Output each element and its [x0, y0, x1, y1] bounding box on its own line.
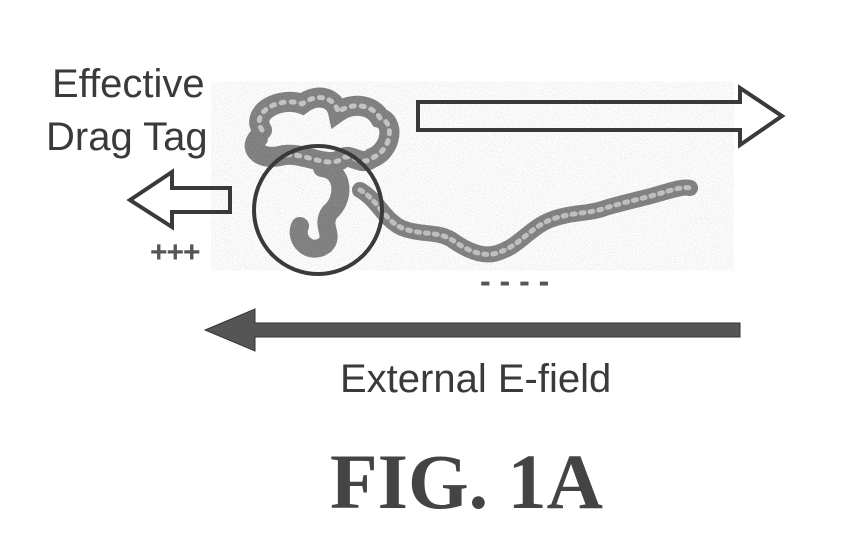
drag-tag-label-line2: Drag Tag [46, 115, 208, 159]
field-arrow [203, 308, 741, 352]
negative-charges: - - - - [480, 263, 549, 299]
drag-tag-label-line1: Effective [52, 62, 205, 106]
left-hollow-arrow [126, 168, 232, 231]
right-hollow-arrow [416, 84, 786, 149]
positive-charges: +++ [150, 236, 200, 269]
field-label: External E-field [340, 357, 611, 401]
figure-caption: FIG. 1A [330, 438, 603, 525]
drag-tag-circle [252, 144, 384, 276]
